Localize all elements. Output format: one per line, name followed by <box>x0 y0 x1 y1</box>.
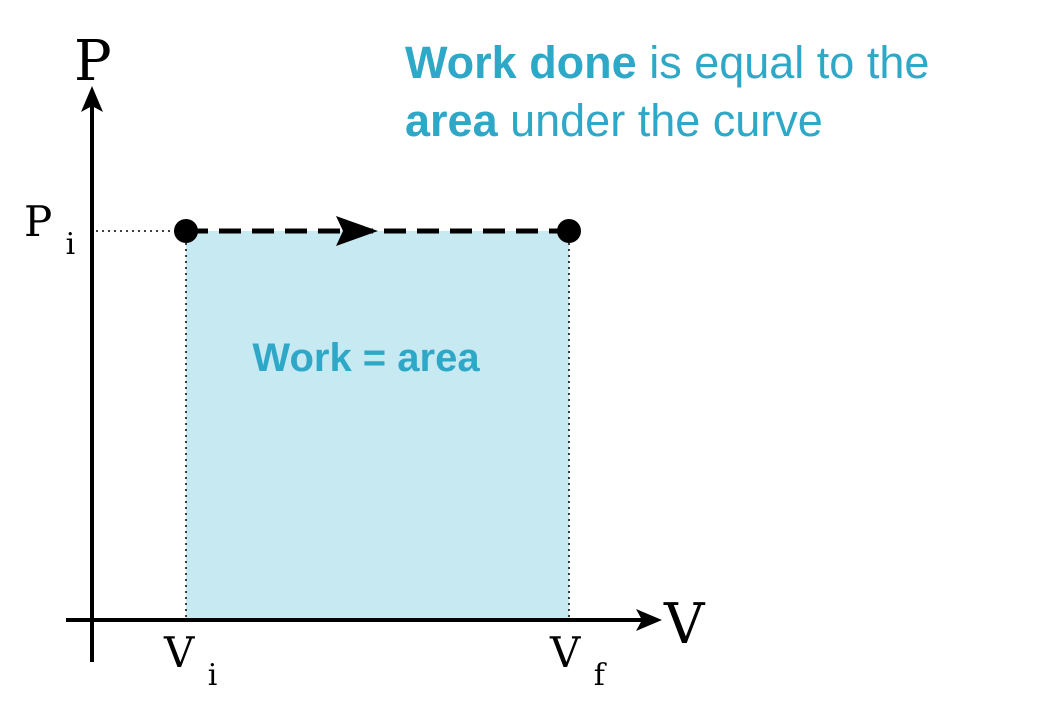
caption-line-2-bold: area <box>405 95 498 146</box>
v-initial-label-main: V <box>163 628 195 677</box>
caption-line-1-bold: Work done <box>405 37 637 88</box>
x-axis-label: V <box>663 592 706 657</box>
v-final-label-main: V <box>549 628 581 677</box>
caption: Work done is equal to the area under the… <box>405 34 1025 150</box>
y-axis-label: P <box>74 29 112 94</box>
work-area <box>186 231 569 620</box>
process-direction-arrow <box>336 216 378 246</box>
y-axis-arrowhead <box>81 86 103 112</box>
v-final-label-sub: f <box>594 658 607 693</box>
v-initial-label: V i <box>163 628 217 693</box>
caption-line-1-rest: is equal to the <box>636 37 930 88</box>
area-label: Work = area <box>252 336 480 380</box>
caption-line-2-rest: under the curve <box>497 95 823 146</box>
p-initial-label: P i <box>24 197 75 262</box>
caption-line-2: area under the curve <box>405 92 1025 150</box>
final-state-point <box>557 219 581 243</box>
p-initial-label-main: P <box>24 197 52 246</box>
p-initial-label-sub: i <box>66 227 76 262</box>
initial-state-point <box>174 219 198 243</box>
caption-line-1: Work done is equal to the <box>405 34 1025 92</box>
x-axis-arrowhead <box>636 609 662 631</box>
v-initial-label-sub: i <box>208 658 218 693</box>
v-final-label: V f <box>549 628 607 693</box>
